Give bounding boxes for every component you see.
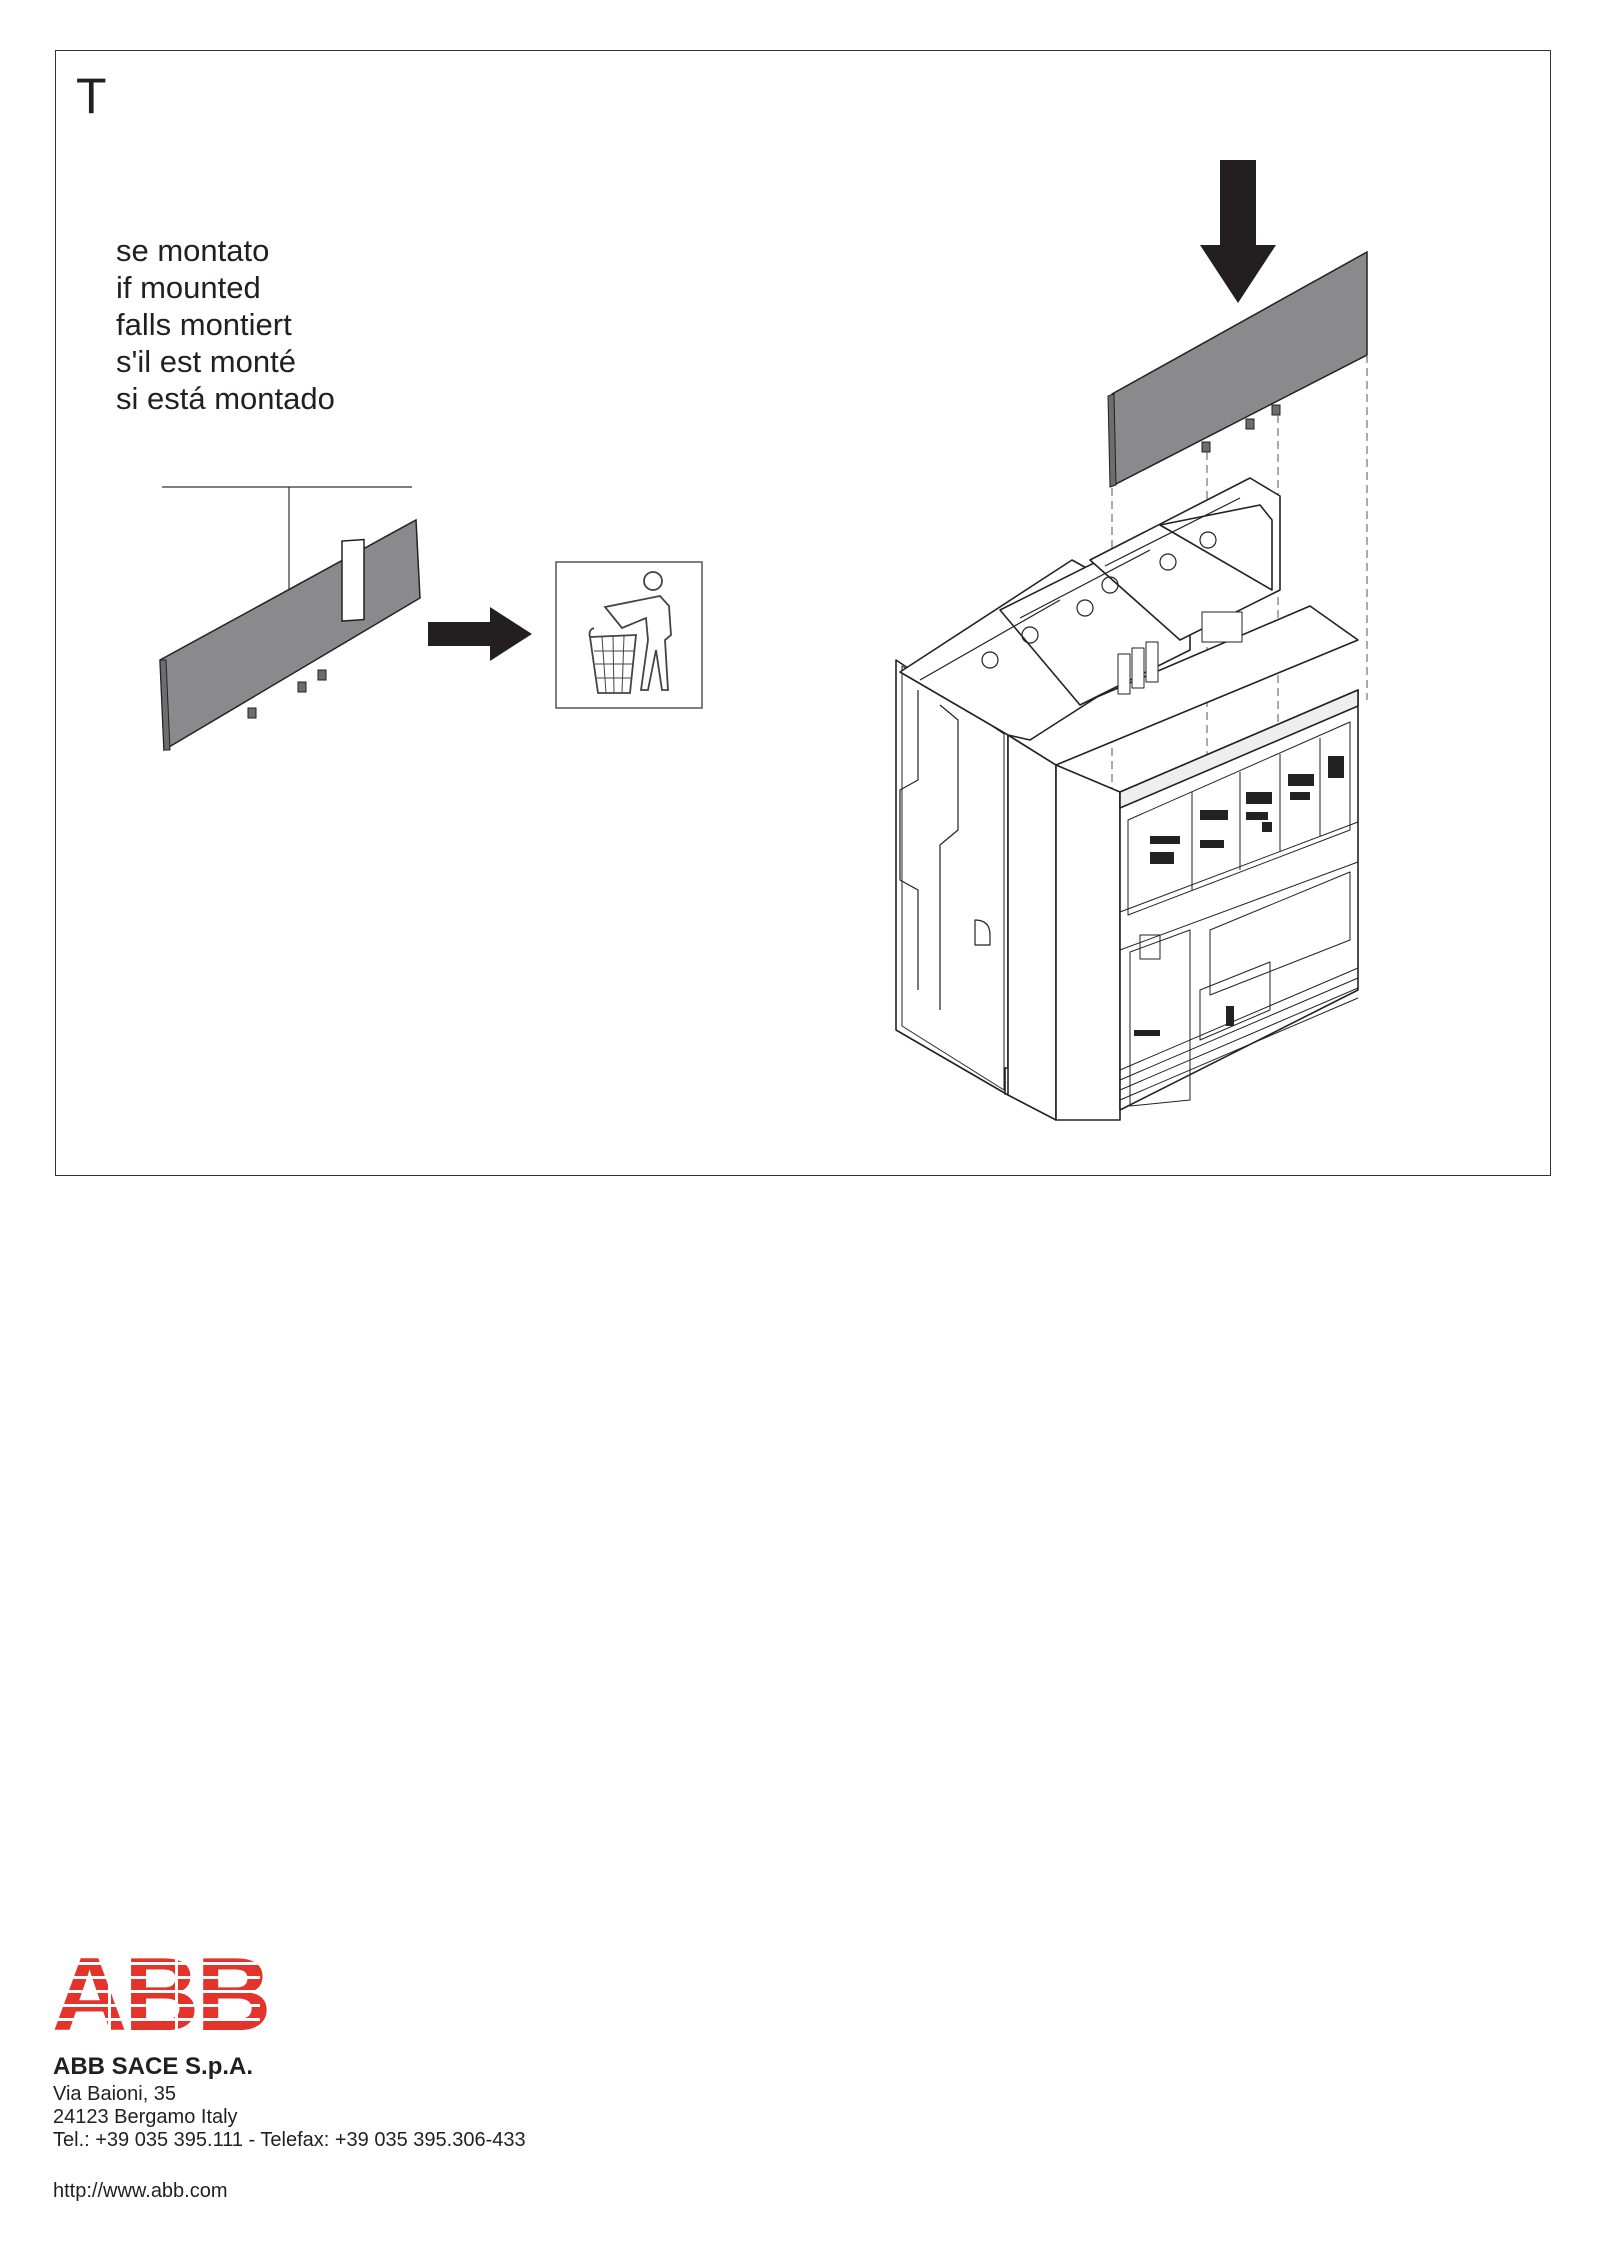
abb-logo-stripes bbox=[50, 1950, 260, 2032]
company-address: Via Baioni, 35 24123 Bergamo Italy Tel.:… bbox=[53, 2083, 526, 2152]
company-name: ABB SACE S.p.A. bbox=[53, 2053, 254, 2080]
note-line-de: falls montiert bbox=[116, 307, 292, 342]
address-street: Via Baioni, 35 bbox=[53, 2083, 177, 2105]
arrow-down-icon bbox=[1200, 160, 1276, 303]
address-city: 24123 Bergamo Italy bbox=[53, 2106, 238, 2128]
note-line-it: se montato bbox=[116, 233, 270, 268]
circuit-breaker bbox=[895, 477, 1359, 1121]
address-phone: Tel.: +39 035 395.111 - Telefax: +39 035… bbox=[53, 2129, 526, 2151]
note-line-fr: s'il est monté bbox=[116, 344, 296, 379]
step-letter: T bbox=[76, 68, 107, 124]
removed-cover-panel bbox=[159, 518, 421, 752]
mounted-note: se montato if mounted falls montiert s'i… bbox=[116, 232, 335, 417]
abb-logo: ABB bbox=[52, 1937, 271, 2053]
instruction-frame: T bbox=[55, 50, 1551, 1176]
note-line-en: if mounted bbox=[116, 270, 261, 305]
svg-text:ABB: ABB bbox=[52, 1937, 268, 2053]
waste-bin-icon bbox=[555, 561, 703, 709]
website-link[interactable]: http://www.abb.com bbox=[53, 2180, 228, 2202]
note-line-es: si está montado bbox=[116, 381, 335, 416]
arrow-right-icon bbox=[428, 607, 532, 661]
